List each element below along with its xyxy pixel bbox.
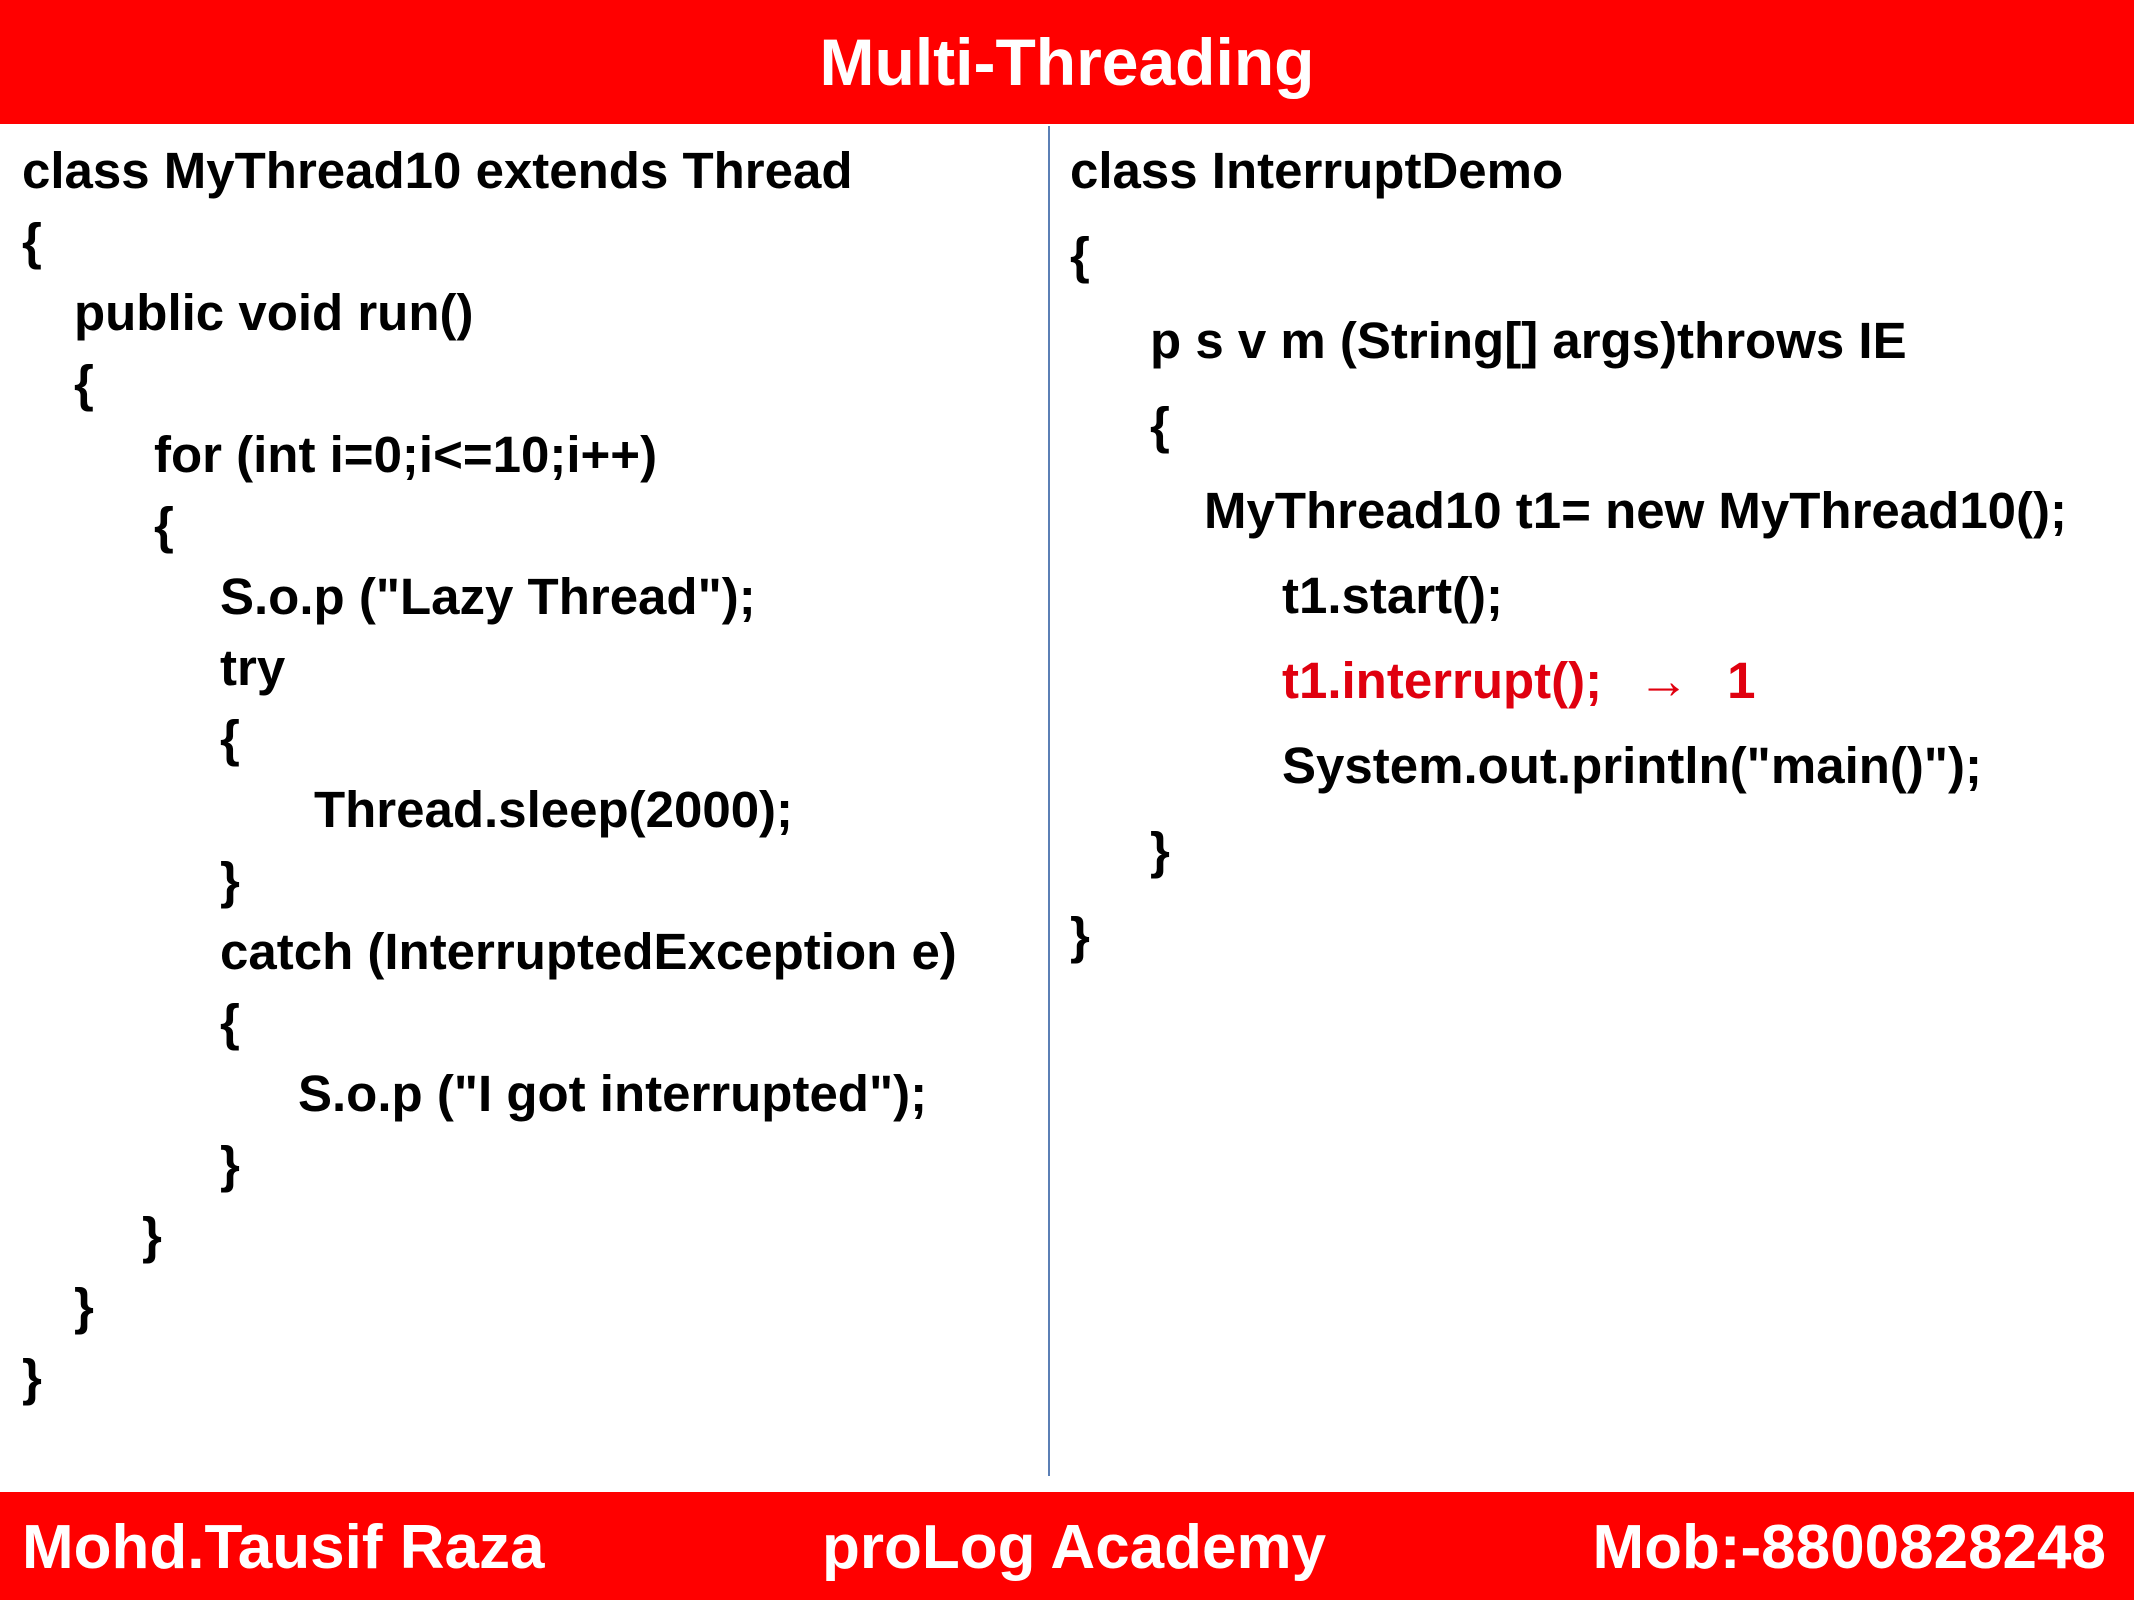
code-line: for (int i=0;i<=10;i++) [154,426,658,483]
code-line: class InterruptDemo [1070,142,1564,199]
arrow-right-icon: → [1638,652,1690,709]
footer-banner: Mohd.Tausif Raza proLog Academy Mob:-880… [0,1492,2134,1600]
code-line: } [1070,907,1090,964]
code-line: } [142,1207,162,1264]
code-line: System.out.println("main()"); [1282,737,1983,794]
code-line: { [154,497,174,554]
code-line: { [220,710,240,767]
author-name: Mohd.Tausif Raza [22,1513,545,1582]
column-divider [1048,126,1050,1476]
code-line: } [22,1349,42,1406]
code-line: S.o.p ("Lazy Thread"); [220,568,756,625]
code-line: S.o.p ("I got interrupted"); [298,1065,928,1122]
code-line: Thread.sleep(2000); [314,781,794,838]
code-line: { [22,213,42,270]
code-line: { [1070,227,1090,284]
code-line: public void run() [74,284,474,341]
code-line: } [1150,822,1170,879]
code-line: { [1150,397,1170,454]
title-banner: Multi-Threading [0,0,2134,124]
annotation-number: 1 [1727,652,1756,709]
code-line: catch (InterruptedException e) [220,923,957,980]
code-line: class MyThread10 extends Thread [22,142,853,199]
code-line: } [220,1136,240,1193]
code-line: try [220,639,286,696]
mobile-number: Mob:-8800828248 [1592,1513,2107,1582]
code-line: p s v m (String[] args)throws IE [1150,312,1907,369]
slide-title: Multi-Threading [819,25,1315,99]
code-line: } [220,852,240,909]
code-line: { [74,355,94,412]
interrupt-call: t1.interrupt(); [1282,652,1603,709]
code-line: MyThread10 t1= new MyThread10(); [1204,482,2067,539]
code-line: t1.start(); [1282,567,1504,624]
academy-name: proLog Academy [822,1513,1327,1582]
code-line: } [74,1278,94,1335]
code-line: { [220,994,240,1051]
highlighted-code-line: t1.interrupt(); → 1 [1282,651,1756,711]
